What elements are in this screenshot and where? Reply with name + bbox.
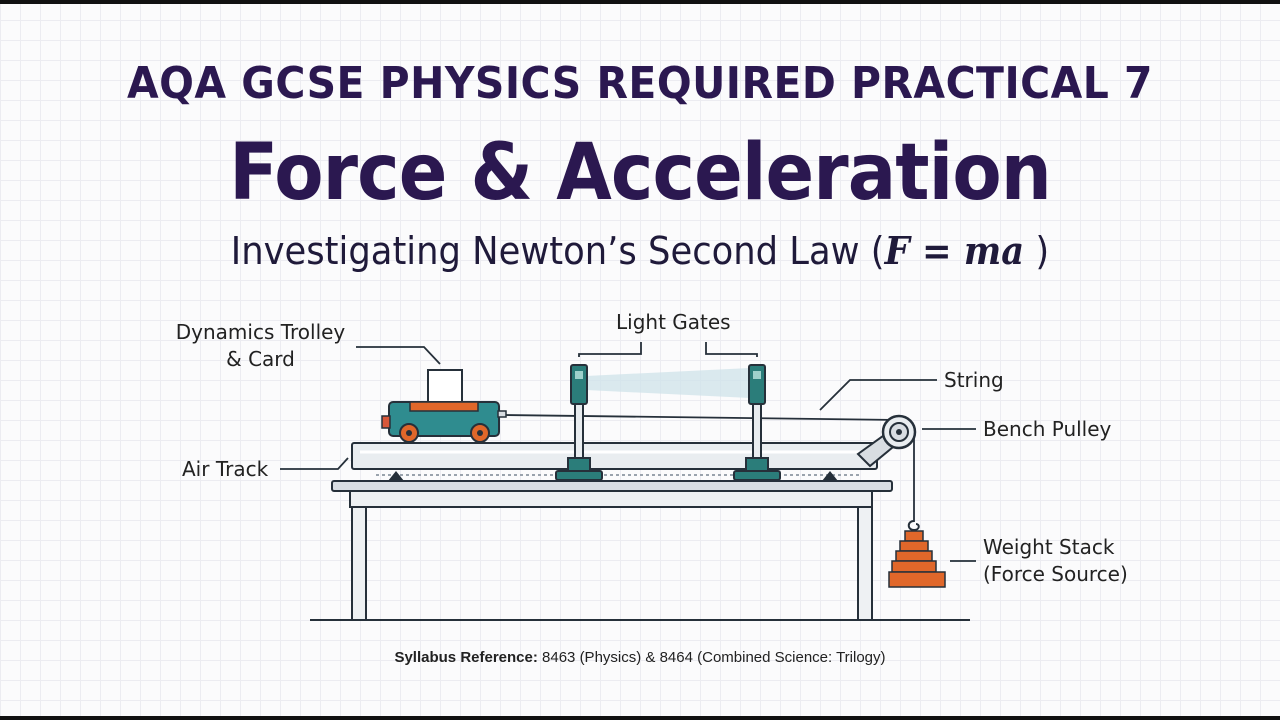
subtitle-prefix: Investigating Newton’s Second Law ( xyxy=(230,229,885,273)
leader-string xyxy=(819,379,937,411)
page-subtitle: Investigating Newton’s Second Law (F = m… xyxy=(45,228,1235,273)
syllabus-label: Syllabus Reference: xyxy=(394,649,538,666)
leader-air-track xyxy=(280,457,349,470)
pulley-icon xyxy=(856,414,917,468)
light-beam xyxy=(586,368,750,398)
string xyxy=(504,414,899,421)
label-trolley-line1: Dynamics Trolley xyxy=(175,320,346,344)
leader-lines xyxy=(280,342,976,562)
subtitle-suffix: ) xyxy=(1024,229,1050,273)
label-trolley: Dynamics Trolley & Card xyxy=(172,319,349,373)
label-weight-line1: Weight Stack xyxy=(983,535,1115,559)
label-air-track: Air Track xyxy=(182,457,269,481)
leader-gate-left xyxy=(578,342,642,357)
light-gate-icon xyxy=(733,364,781,481)
leader-gate-right xyxy=(705,342,758,357)
bottom-frame-bar xyxy=(0,716,1280,720)
label-trolley-line2: & Card xyxy=(226,347,295,371)
label-bench-pulley: Bench Pulley xyxy=(983,417,1112,441)
trolley-icon xyxy=(381,369,507,443)
bench xyxy=(331,480,893,621)
syllabus-reference: Syllabus Reference: 8463 (Physics) & 846… xyxy=(0,649,1280,666)
top-frame-bar xyxy=(0,0,1280,4)
label-string: String xyxy=(944,368,1004,392)
label-weight-stack: Weight Stack (Force Source) xyxy=(983,534,1128,588)
syllabus-text: 8463 (Physics) & 8464 (Combined Science:… xyxy=(537,649,886,666)
label-light-gates: Light Gates xyxy=(616,310,731,334)
page-title: Force & Acceleration xyxy=(229,128,1052,218)
label-weight-line2: (Force Source) xyxy=(983,562,1128,586)
air-track xyxy=(351,442,878,481)
practical-kicker: AQA GCSE PHYSICS REQUIRED PRACTICAL 7 xyxy=(127,58,1153,109)
subtitle-formula: F = ma xyxy=(884,228,1025,273)
leader-trolley xyxy=(356,346,441,365)
light-gate-icon xyxy=(555,364,603,481)
weight-stack-icon xyxy=(888,520,946,588)
